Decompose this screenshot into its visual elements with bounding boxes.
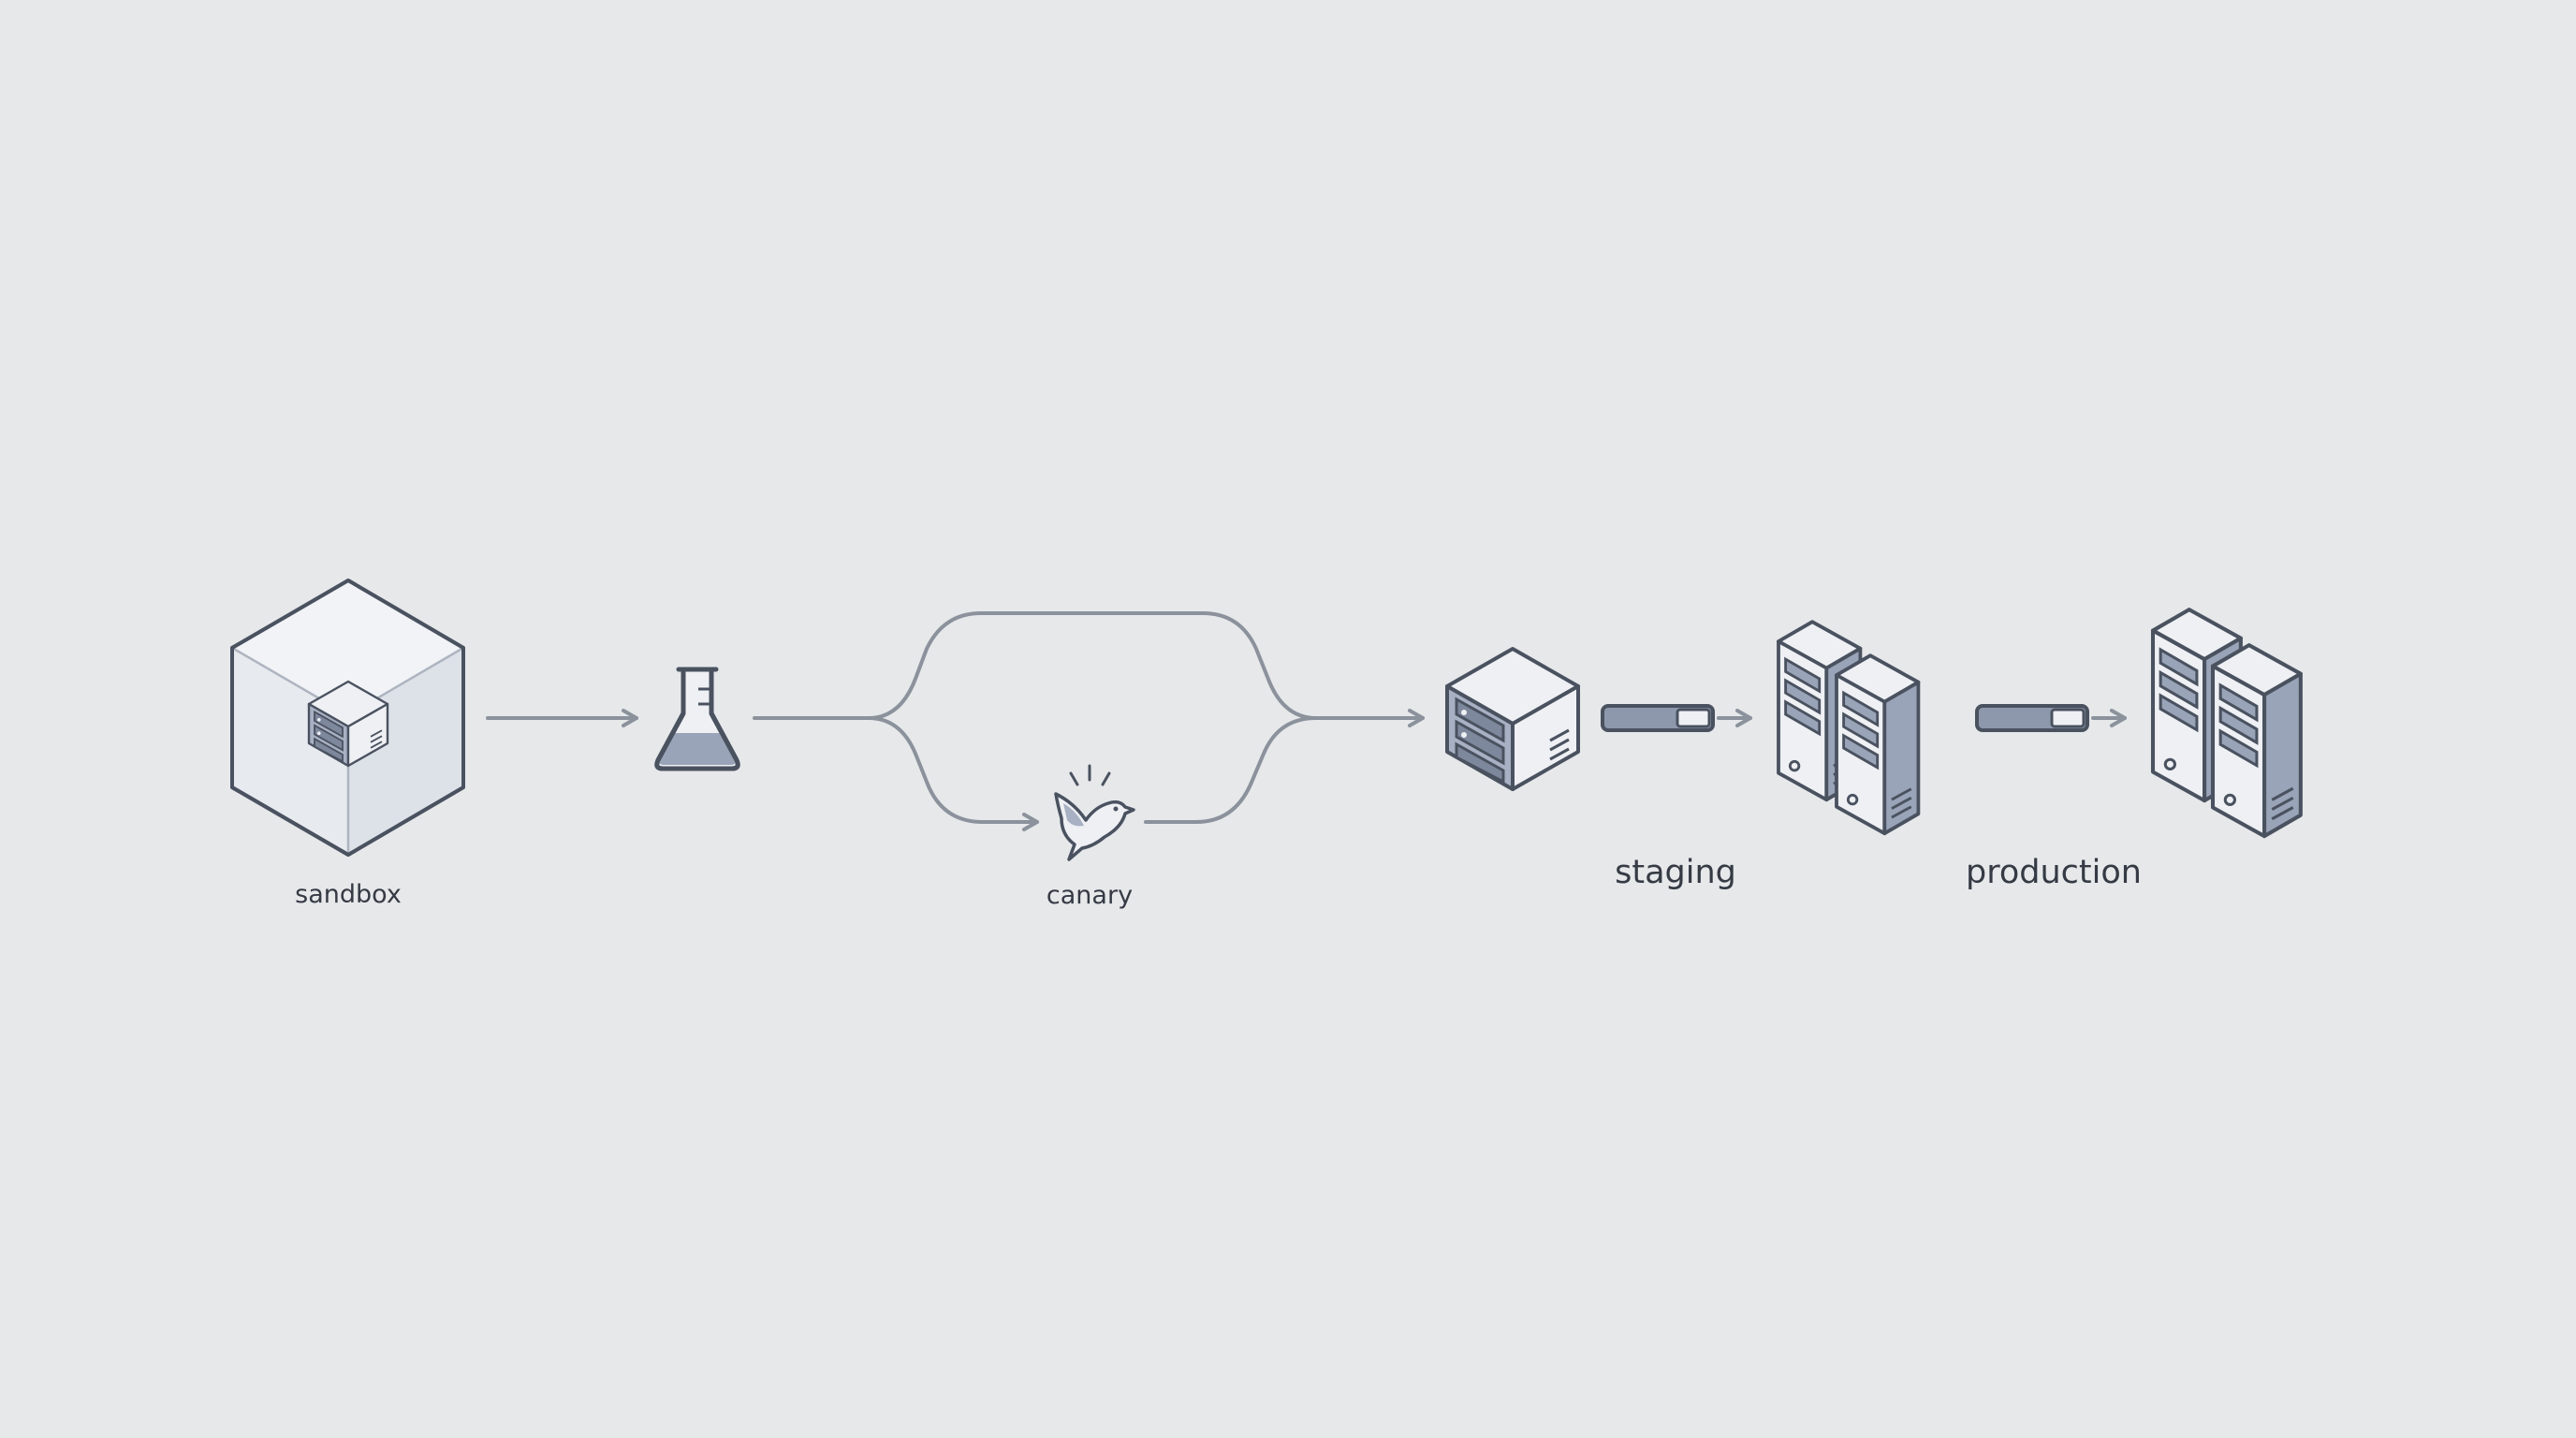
server-icon — [1445, 647, 1580, 791]
canary-bird-icon — [1054, 764, 1135, 861]
sandbox-cube-icon — [230, 579, 465, 857]
main-route-line — [753, 611, 1425, 727]
staging-label: staging — [1615, 854, 1736, 891]
server-pair-icon — [1777, 620, 1921, 836]
flask-icon — [654, 667, 740, 771]
production-label: production — [1966, 854, 2142, 891]
canary-label: canary — [1046, 881, 1133, 910]
sandbox-label: sandbox — [295, 880, 402, 909]
pipe-icon — [1601, 704, 1715, 732]
server-pair-large-icon — [2153, 609, 2301, 836]
pipe-icon — [1975, 704, 2089, 732]
canary-route-out — [1144, 716, 1318, 824]
canary-route-in — [867, 716, 1039, 831]
